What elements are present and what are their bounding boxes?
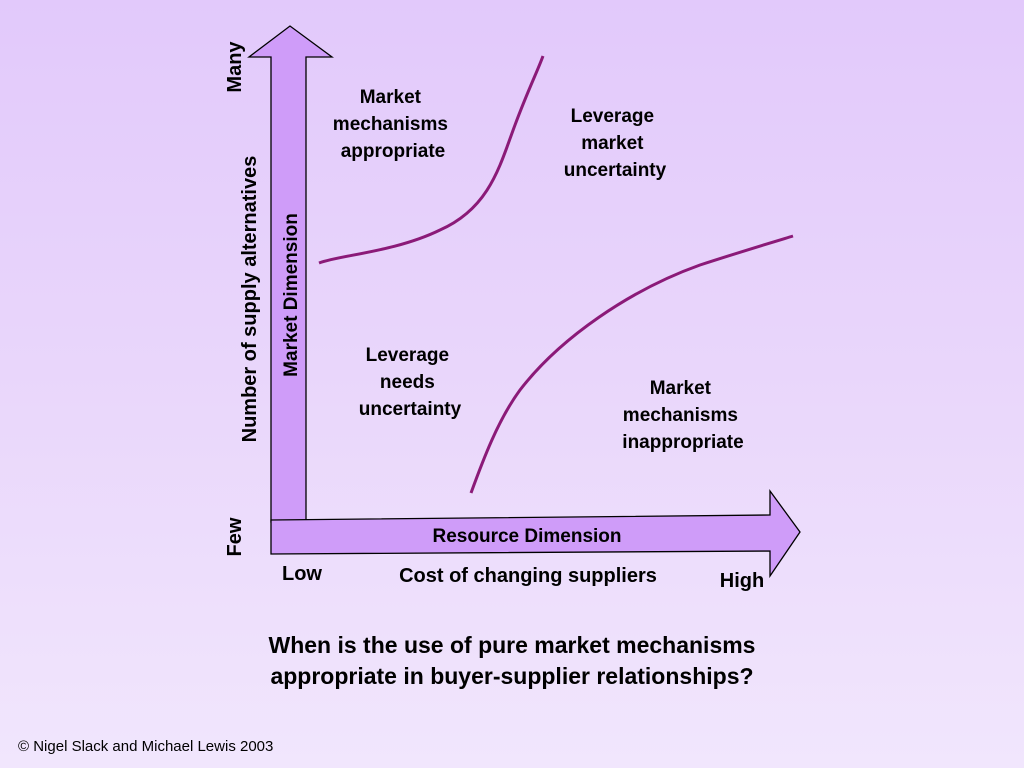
region-label-bottom-right: Market mechanisms inappropriate xyxy=(622,378,743,453)
high-label: High xyxy=(720,570,764,592)
copyright-notice: © Nigel Slack and Michael Lewis 2003 xyxy=(18,738,274,755)
market-dimension-arrow xyxy=(247,25,334,523)
few-label: Few xyxy=(224,517,246,556)
market-dimension-label: Market Dimension xyxy=(281,213,302,377)
slide-caption: When is the use of pure market mechanism… xyxy=(0,630,1024,692)
region-label-top-left: Market mechanisms appropriate xyxy=(333,87,453,162)
low-label: Low xyxy=(282,563,322,585)
lower-boundary-curve xyxy=(469,234,794,494)
resource-dimension-arrow xyxy=(270,489,801,579)
caption-line-1: When is the use of pure market mechanism… xyxy=(268,632,756,658)
horizontal-axis-title: Cost of changing suppliers xyxy=(399,565,657,587)
many-label: Many xyxy=(224,41,246,93)
upper-boundary-curve xyxy=(318,55,545,265)
resource-dimension-label: Resource Dimension xyxy=(433,526,622,547)
caption-line-2: appropriate in buyer-supplier relationsh… xyxy=(270,663,754,689)
region-label-bottom-left: Leverage needs uncertainty xyxy=(359,345,462,420)
region-label-top-right: Leverage market uncertainty xyxy=(564,106,667,181)
vertical-axis-title: Number of supply alternatives xyxy=(239,156,261,443)
